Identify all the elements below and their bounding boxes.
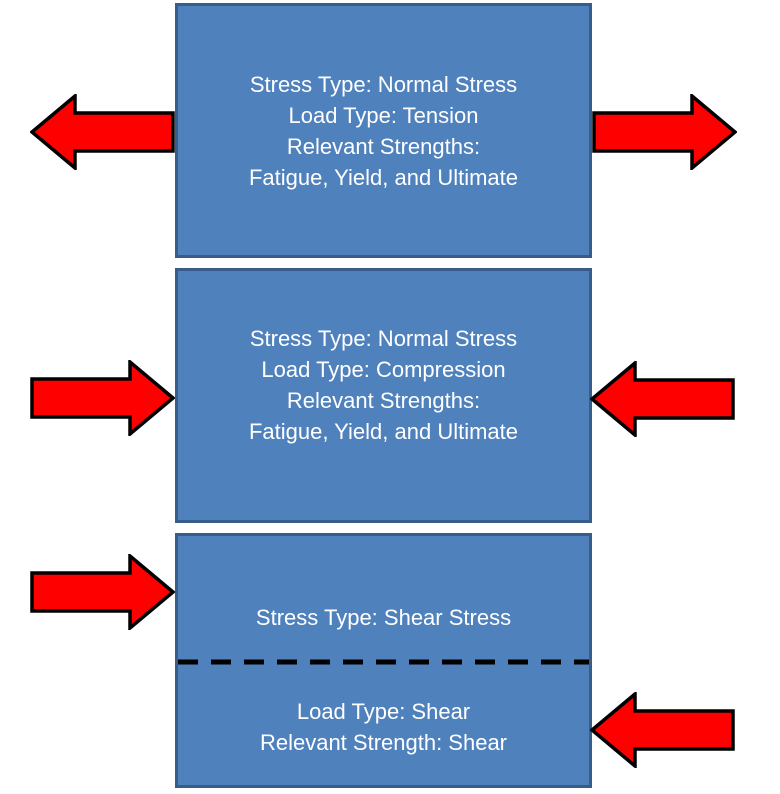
shear-left-arrow-icon xyxy=(30,554,175,630)
relevant-strengths-label: Relevant Strengths: xyxy=(286,133,481,159)
load-type-line: Load Type: Shear xyxy=(296,699,471,724)
stress-type-line: Stress Type: Shear Stress xyxy=(255,605,512,630)
load-type-line: Load Type: Compression xyxy=(261,356,506,382)
relevant-strengths-label: Relevant Strengths: xyxy=(286,387,481,413)
tension-box: Stress Type: Normal Stress Load Type: Te… xyxy=(175,3,592,258)
relevant-strength-line: Relevant Strength: Shear xyxy=(259,730,508,755)
shear-box: Stress Type: Shear Stress Load Type: She… xyxy=(175,533,592,788)
compression-box-text: Stress Type: Normal Stress Load Type: Co… xyxy=(178,323,589,469)
tension-box-text: Stress Type: Normal Stress Load Type: Te… xyxy=(178,69,589,193)
compression-left-arrow-icon xyxy=(30,360,175,436)
relevant-strengths-values: Fatigue, Yield, and Ultimate xyxy=(248,164,519,190)
stress-type-line: Stress Type: Normal Stress xyxy=(249,325,518,351)
compression-box: Stress Type: Normal Stress Load Type: Co… xyxy=(175,268,592,523)
tension-right-arrow-icon xyxy=(592,94,737,170)
shear-right-arrow-icon xyxy=(590,692,735,768)
load-type-line: Load Type: Tension xyxy=(288,102,479,128)
relevant-strengths-values: Fatigue, Yield, and Ultimate xyxy=(248,418,519,444)
shear-plane-dashed-line-icon xyxy=(178,659,589,665)
shear-box-bottom-text: Load Type: Shear Relevant Strength: Shea… xyxy=(178,696,589,758)
compression-right-arrow-icon xyxy=(590,361,735,437)
tension-left-arrow-icon xyxy=(30,94,175,170)
stress-type-line: Stress Type: Normal Stress xyxy=(249,71,518,97)
